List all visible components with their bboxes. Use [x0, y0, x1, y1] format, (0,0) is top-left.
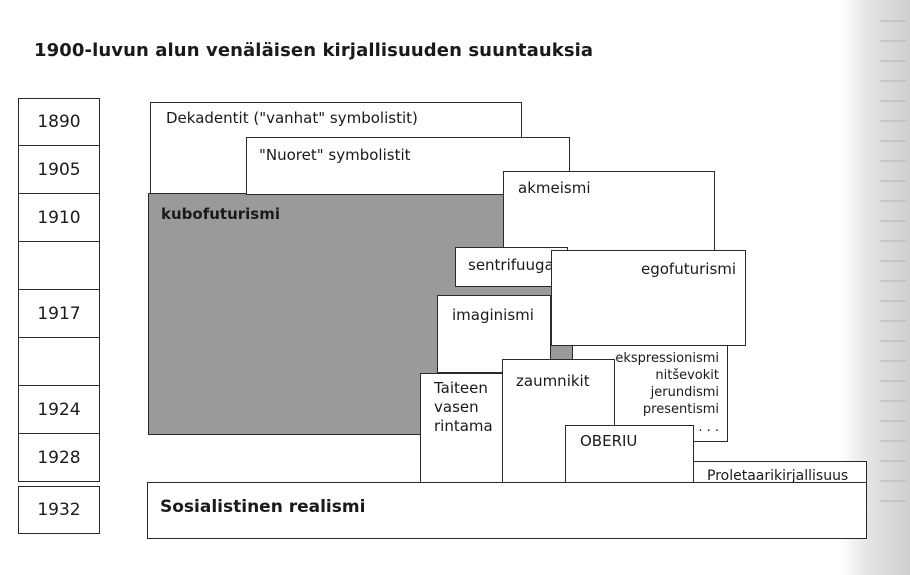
- taiteen-line-1: Taiteen: [434, 379, 488, 397]
- diagram-title: 1900-luvun alun venäläisen kirjallisuude…: [34, 40, 594, 61]
- nitsevokit-label: nitševokit: [655, 368, 719, 384]
- year-empty-1: [18, 242, 100, 290]
- oberiu-box: OBERIU: [565, 425, 694, 489]
- zaumnikit-label: zaumnikit: [516, 372, 590, 390]
- sentrifuuga-label: sentrifuuga: [468, 256, 554, 274]
- sentrifuuga-box: sentrifuuga: [455, 247, 568, 287]
- proletaarikirjallisuus-label: Proletaarikirjallisuus: [707, 468, 849, 484]
- nuoret-symbolistit-label: "Nuoret" symbolistit: [259, 146, 411, 164]
- jerundismi-label: jerundismi: [650, 385, 719, 401]
- sosialistinen-realismi-box: Sosialistinen realismi: [147, 482, 867, 539]
- presentismi-label: presentismi: [642, 402, 719, 418]
- year-1905: 1905: [18, 146, 100, 194]
- oberiu-label: OBERIU: [580, 432, 638, 450]
- imaginismi-label: imaginismi: [452, 306, 534, 324]
- year-1928: 1928: [18, 434, 100, 482]
- sosialistinen-realismi-label: Sosialistinen realismi: [160, 497, 366, 517]
- ellipsis-label: . . .: [698, 419, 719, 435]
- year-1917: 1917: [18, 290, 100, 338]
- year-timeline: 1890 1905 1910 1917 1924 1928 1932: [18, 98, 100, 534]
- year-1890: 1890: [18, 98, 100, 146]
- year-empty-2: [18, 338, 100, 386]
- year-1924: 1924: [18, 386, 100, 434]
- egofuturismi-label: egofuturismi: [641, 260, 737, 278]
- akmeismi-box: akmeismi: [503, 171, 715, 251]
- akmeismi-label: akmeismi: [518, 179, 591, 197]
- egofuturismi-box: egofuturismi: [551, 250, 746, 346]
- kubofuturismi-label: kubofuturismi: [161, 205, 280, 223]
- dekadentit-label: Dekadentit ("vanhat" symbolistit): [166, 109, 418, 127]
- year-1910: 1910: [18, 194, 100, 242]
- taiteen-line-2: vasen: [434, 398, 479, 417]
- ekspressionismi-label: ekspressionismi: [615, 351, 719, 366]
- taiteen-line-3: rintama: [434, 417, 493, 436]
- imaginismi-box: imaginismi: [437, 295, 551, 373]
- year-1932: 1932: [18, 486, 100, 534]
- taiteen-vasen-rintama-box: Taiteen vasen rintama: [420, 373, 515, 488]
